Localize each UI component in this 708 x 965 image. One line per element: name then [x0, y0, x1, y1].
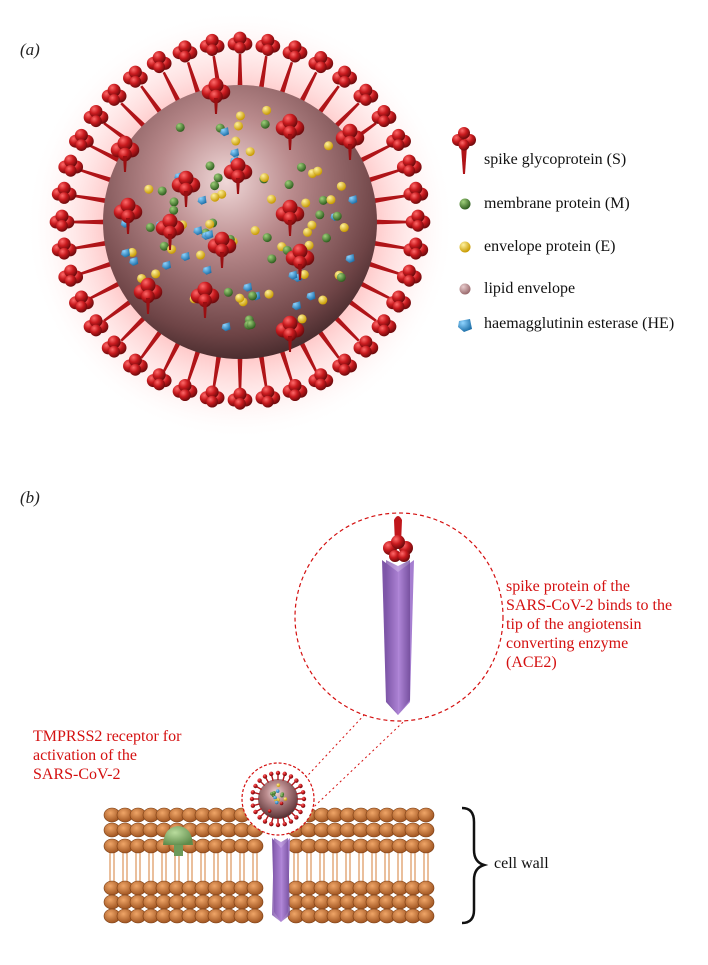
legend-envelope-protein: envelope protein (E)	[484, 238, 616, 256]
envelope-protein	[234, 121, 243, 130]
tmprss2-note: TMPRSS2 receptor for activation of the S…	[33, 727, 181, 784]
envelope-protein	[298, 314, 307, 323]
spike-binding-note: spike protein of the SARS-CoV-2 binds to…	[506, 577, 672, 672]
membrane-protein	[176, 123, 185, 132]
envelope-protein	[236, 111, 245, 120]
legend-membrane-protein: membrane protein (M)	[484, 195, 630, 213]
ace2-receptor-zoomed	[382, 560, 414, 715]
envelope-protein	[337, 182, 346, 191]
spike-glycoprotein-icon	[452, 127, 476, 174]
membrane-protein	[214, 173, 223, 182]
membrane-protein	[248, 291, 257, 300]
membrane-protein	[322, 233, 331, 242]
legend-spike-glycoprotein: spike glycoprotein (S)	[484, 151, 626, 169]
sars-cov-2-virion-small	[250, 771, 306, 827]
membrane-protein	[224, 288, 233, 297]
membrane-protein	[261, 120, 270, 129]
membrane-protein	[263, 233, 272, 242]
membrane-protein	[210, 181, 219, 190]
membrane-protein	[297, 163, 306, 172]
envelope-protein	[231, 137, 240, 146]
membrane-protein	[170, 197, 179, 206]
membrane-protein	[158, 186, 167, 195]
envelope-protein	[260, 173, 269, 182]
envelope-protein	[324, 141, 333, 150]
envelope-protein-icon	[460, 242, 471, 253]
envelope-protein	[235, 294, 244, 303]
membrane-protein	[285, 180, 294, 189]
envelope-protein	[210, 193, 219, 202]
cell-wall-label: cell wall	[494, 855, 549, 873]
phospholipid-head	[247, 909, 263, 923]
ace2-receptor-membrane	[272, 838, 290, 922]
envelope-protein	[262, 106, 271, 115]
panel-a-label: (a)	[20, 40, 40, 60]
phospholipid-head	[418, 895, 434, 909]
phospholipid-head	[418, 839, 434, 853]
membrane-protein	[169, 206, 178, 215]
envelope-protein	[313, 167, 322, 176]
envelope-protein	[196, 251, 205, 260]
phospholipid-head	[418, 881, 434, 895]
envelope-protein	[318, 296, 327, 305]
membrane-protein-icon	[460, 199, 471, 210]
envelope-protein	[326, 195, 335, 204]
phospholipid-head	[418, 808, 434, 822]
membrane-protein	[333, 212, 342, 221]
envelope-protein	[264, 290, 273, 299]
membrane-protein	[337, 273, 346, 282]
phospholipid-head	[418, 909, 434, 923]
envelope-protein	[144, 185, 153, 194]
membrane-protein	[315, 210, 324, 219]
membrane-protein	[206, 161, 215, 170]
envelope-protein	[167, 245, 176, 254]
envelope-protein	[307, 221, 316, 230]
envelope-protein	[205, 220, 214, 229]
envelope-protein	[340, 223, 349, 232]
phospholipid-head	[247, 839, 263, 853]
haemagglutinin-esterase-icon	[458, 319, 472, 332]
cell-wall-brace	[462, 808, 484, 923]
envelope-protein	[301, 198, 310, 207]
phospholipid-head	[418, 823, 434, 837]
legend-haemagglutinin-esterase: haemagglutinin esterase (HE)	[484, 315, 674, 333]
membrane-protein	[247, 320, 256, 329]
membrane-protein	[146, 223, 155, 232]
legend-lipid-envelope: lipid envelope	[484, 280, 575, 298]
envelope-protein	[151, 269, 160, 278]
envelope-protein	[267, 195, 276, 204]
membrane-protein	[319, 196, 328, 205]
phospholipid-head	[247, 895, 263, 909]
membrane-protein	[267, 254, 276, 263]
lipid-envelope-icon	[460, 284, 471, 295]
envelope-protein	[251, 226, 260, 235]
envelope-protein	[246, 147, 255, 156]
phospholipid-head	[247, 881, 263, 895]
panel-b-label: (b)	[20, 488, 40, 508]
